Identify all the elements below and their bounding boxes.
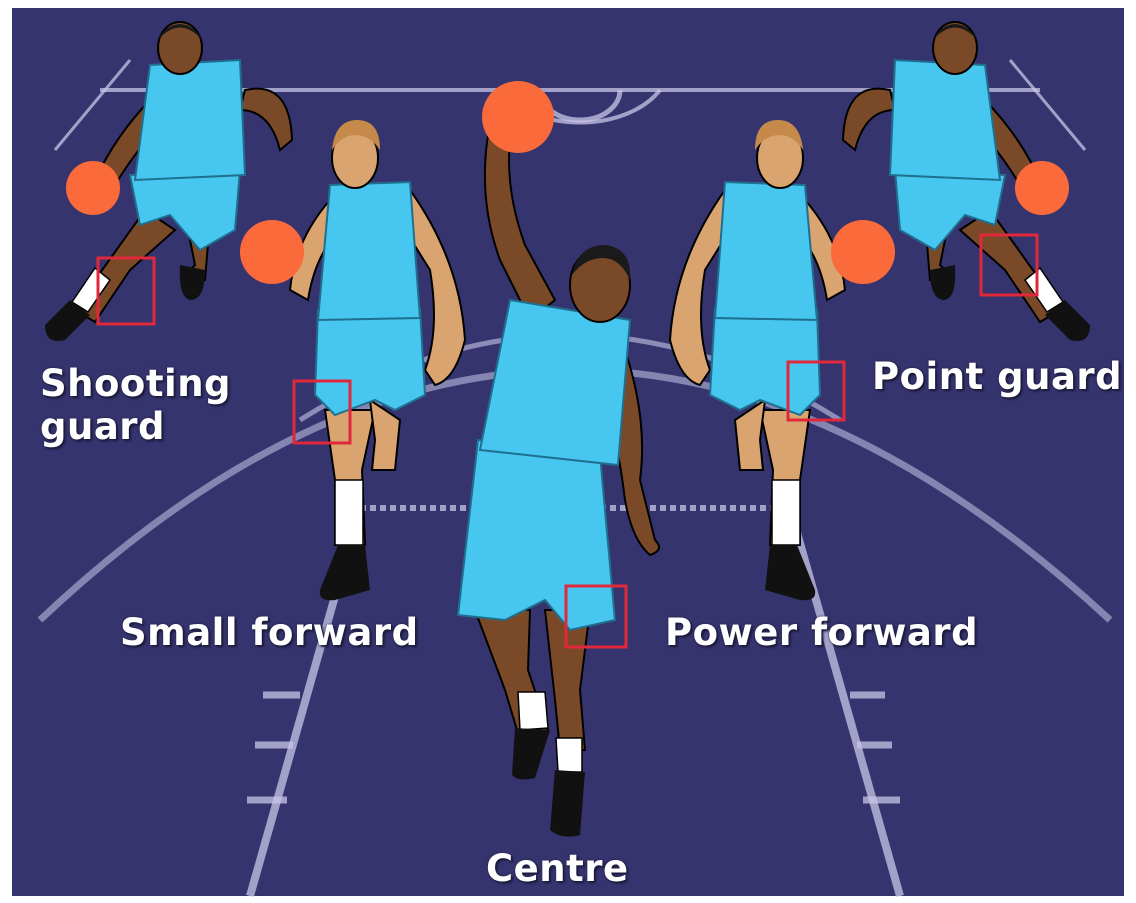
player-sock (555, 737, 583, 773)
player-sock (1023, 266, 1065, 314)
player-shoe-icon (765, 545, 816, 601)
player-head (157, 21, 203, 75)
player-small-forward (240, 120, 467, 601)
player-arm (668, 187, 732, 387)
player-hair (572, 245, 631, 280)
player-arm (841, 87, 897, 152)
player-head (932, 21, 978, 75)
player-arm (403, 187, 467, 387)
player-shoe-icon (319, 545, 370, 601)
player-shoe-icon (512, 728, 550, 780)
label-centre: Centre (486, 847, 629, 890)
label-shooting-guard-line1: Shooting (40, 362, 232, 405)
player-sock (70, 266, 112, 314)
position-marker (96, 256, 156, 326)
player-hair (755, 120, 803, 150)
basketball-icon (240, 220, 304, 284)
label-shooting-guard-line2: guard (40, 404, 166, 448)
player-sock (334, 479, 364, 546)
player-hair (158, 24, 202, 40)
sideline-top-left (53, 59, 132, 151)
player-centre (456, 81, 660, 837)
lane-hash-marks-left (247, 691, 300, 804)
player-jersey (713, 180, 819, 322)
basketball-icon (482, 81, 554, 153)
basketball-icon (831, 220, 895, 284)
player-jersey (316, 180, 422, 322)
basketball-icon (1015, 161, 1069, 215)
player-point-guard (841, 21, 1090, 341)
label-point-guard: Point guard (872, 355, 1123, 398)
player-shooting-guard (45, 21, 294, 341)
position-marker (979, 233, 1039, 297)
player-hair (332, 120, 380, 150)
player-shoe-icon (179, 265, 205, 300)
sideline-top-right (1008, 59, 1087, 151)
player-shoe-icon (45, 300, 90, 341)
position-marker (292, 379, 352, 445)
player-leg (733, 397, 767, 471)
player-arm (238, 87, 294, 152)
player-leg (368, 397, 402, 471)
player-sock (517, 691, 549, 731)
label-small-forward: Small forward (120, 611, 419, 654)
player-shoe-icon (1045, 300, 1090, 341)
label-power-forward: Power forward (665, 611, 979, 654)
player-shoe-icon (550, 770, 585, 837)
player-jersey (133, 58, 247, 182)
player-shorts (313, 306, 427, 417)
player-shoe-icon (930, 265, 956, 300)
basketball-icon (66, 161, 120, 215)
player-shorts (456, 438, 617, 632)
lane-hash-marks-right (850, 691, 900, 804)
position-marker (564, 584, 628, 649)
player-jersey (888, 58, 1002, 182)
player-sock (771, 479, 801, 546)
player-hair (933, 24, 977, 40)
label-shooting-guard: Shooting guard (40, 362, 232, 448)
lane-line-right (786, 506, 904, 898)
position-marker (786, 360, 846, 422)
player-shorts (708, 306, 822, 417)
player-power-forward (668, 120, 895, 601)
